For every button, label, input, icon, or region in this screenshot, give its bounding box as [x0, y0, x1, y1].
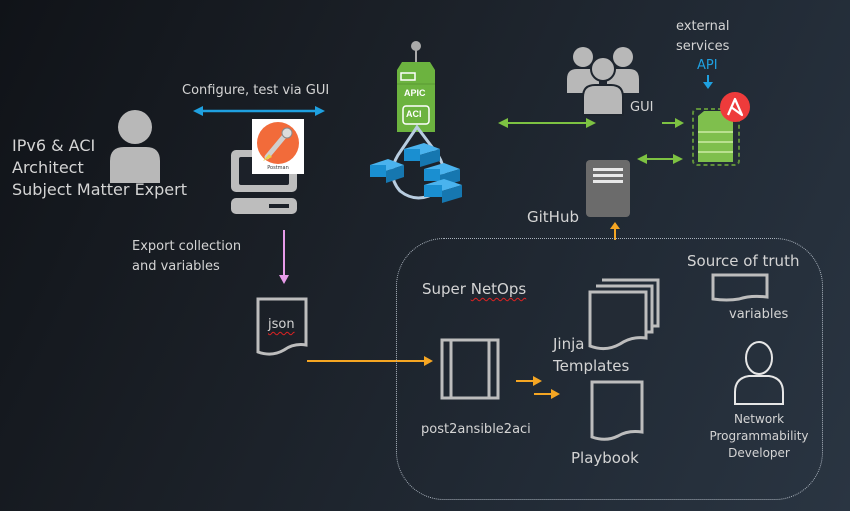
super-netops-title-text: Super [422, 280, 471, 298]
ansible-logo-icon [720, 92, 750, 122]
external-services-line: external [676, 19, 730, 34]
super-netops-title: Super NetOps [422, 280, 526, 298]
variables-label: variables [729, 307, 789, 322]
architect-label-line: IPv6 & ACI [12, 136, 96, 155]
super-netops-title-spellchecked: NetOps [470, 280, 527, 298]
json-label: json [268, 317, 295, 332]
arrow-json-to-tool [307, 356, 433, 366]
users-group-icon [567, 47, 639, 116]
source-of-truth-label: Source of truth [687, 252, 800, 270]
bidirectional-arrow-apic-users [498, 118, 596, 128]
architect-label-line: Subject Matter Expert [12, 180, 187, 199]
arrow-tool-to-playbook [534, 389, 560, 399]
export-label-line: Export collection [132, 239, 242, 254]
aci-fabric-icon [370, 124, 462, 203]
aci-label: ACI [406, 109, 422, 119]
developer-label: Network Programmability Developer [704, 411, 814, 462]
apic-label: APIC [404, 88, 426, 98]
server-icon [586, 160, 630, 217]
developer-label-line: Network [733, 412, 785, 426]
templates-label: Jinja Templates [553, 333, 629, 377]
tool-script-icon [440, 338, 500, 400]
templates-label-line: Templates [553, 357, 630, 375]
developer-person-icon [734, 341, 784, 405]
postman-logo-label: Postman [267, 165, 289, 171]
bidirectional-arrow-gui [193, 106, 325, 116]
tool-label: post2ansible2aci [421, 422, 531, 437]
developer-label-line: Developer [728, 446, 790, 460]
person-icon [110, 110, 160, 183]
users-gui-label: GUI [630, 100, 654, 115]
github-label: GitHub [527, 208, 579, 226]
gui-link-label: Configure, test via GUI [182, 83, 330, 98]
templates-label-line: Jinja [553, 335, 585, 353]
export-arrow [279, 230, 289, 284]
export-label: Export collection and variables [132, 237, 241, 277]
postman-icon [257, 122, 299, 164]
json-document-icon [256, 297, 308, 356]
api-label: API [697, 58, 718, 73]
variables-document-icon [711, 273, 769, 302]
apic-controller-icon [397, 41, 435, 132]
ansible-tower-icon [692, 108, 740, 166]
super-netops-group [396, 238, 823, 500]
external-services-line: services [676, 39, 730, 54]
api-arrow-icon [703, 75, 713, 89]
arrow-tool-to-templates [516, 376, 542, 386]
templates-documents-icon [588, 278, 660, 351]
aci-switch [404, 143, 440, 167]
external-services-label: external services [676, 17, 730, 57]
arrow-gui-to-ansible [662, 118, 684, 128]
postman-logo: Postman [252, 119, 304, 174]
export-label-line: and variables [132, 259, 220, 274]
aci-switch [424, 179, 462, 203]
bidirectional-arrow-github-ansible [637, 154, 683, 164]
architect-label: IPv6 & ACI Architect Subject Matter Expe… [12, 135, 187, 201]
architect-label-line: Architect [12, 158, 84, 177]
developer-label-line: Programmability [709, 429, 809, 443]
playbook-label: Playbook [571, 449, 639, 467]
aci-switch [370, 159, 404, 183]
playbook-document-icon [590, 380, 644, 441]
